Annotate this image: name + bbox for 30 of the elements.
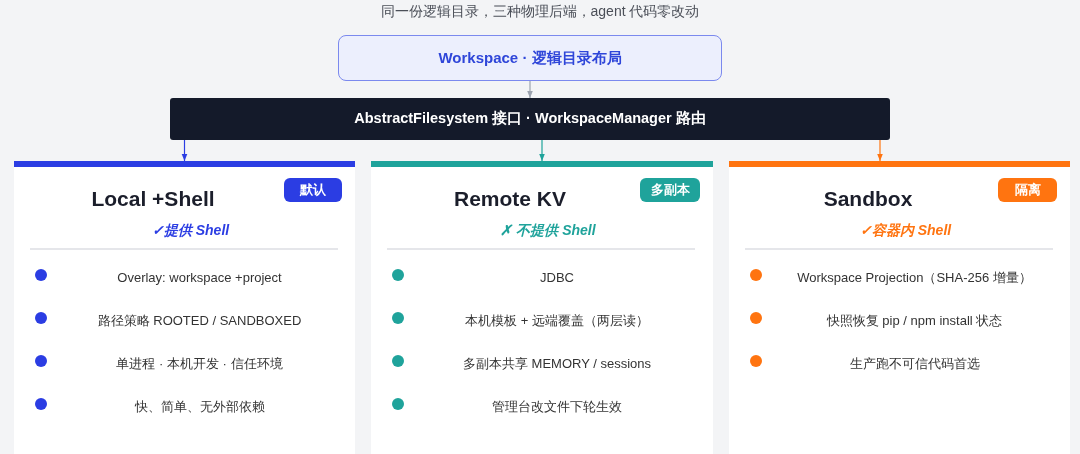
bullet-text: 管理台改文件下轮生效 <box>491 397 623 416</box>
shell-support-note: ✓容器内 Shell <box>858 221 953 240</box>
arrow <box>877 139 883 162</box>
arrow <box>539 139 545 162</box>
bullet-text: JDBC <box>539 268 575 287</box>
bullet-text: 本机模板 + 远端覆盖（两层读） <box>464 311 650 330</box>
bullet-text: 生产跑不可信代码首选 <box>848 354 981 373</box>
arrow <box>527 80 533 99</box>
shell-support-note: ✓提供 Shell <box>150 221 231 240</box>
card-title: Local +Shell <box>90 186 216 212</box>
tag-badge: 隔离 <box>998 178 1057 202</box>
tag-badge: 多副本 <box>640 178 700 202</box>
bullet-text: 单进程 · 本机开发 · 信任环境 <box>115 354 284 373</box>
backend-card <box>729 161 1070 454</box>
interface-bar: AbstractFilesystem 接口 · WorkspaceManager 路由 <box>170 98 890 140</box>
tag-badge: 默认 <box>284 178 342 202</box>
bullet-text: 多副本共享 MEMORY / sessions <box>461 354 653 373</box>
bullet-text: Workspace Projection（SHA-256 增量） <box>796 268 1033 287</box>
backend-card <box>371 161 713 454</box>
layer-box: Workspace · 逻辑目录布局 <box>338 35 722 81</box>
card-title: Remote KV <box>453 186 567 212</box>
shell-support-note: ✗ 不提供 Shell <box>499 221 597 240</box>
bullet-text: 快照恢复 pip / npm install 状态 <box>825 311 1004 330</box>
diagram-title: 同一份逻辑目录，三种物理后端，agent 代码零改动 <box>380 2 700 21</box>
backend-card <box>14 161 355 454</box>
card-title: Sandbox <box>822 186 914 212</box>
bullet-text: 快、简单、无外部依赖 <box>133 397 266 416</box>
bullet-text: 路径策略 ROOTED / SANDBOXED <box>96 311 303 330</box>
arrow <box>181 139 188 162</box>
bullet-text: Overlay: workspace +project <box>116 268 283 287</box>
